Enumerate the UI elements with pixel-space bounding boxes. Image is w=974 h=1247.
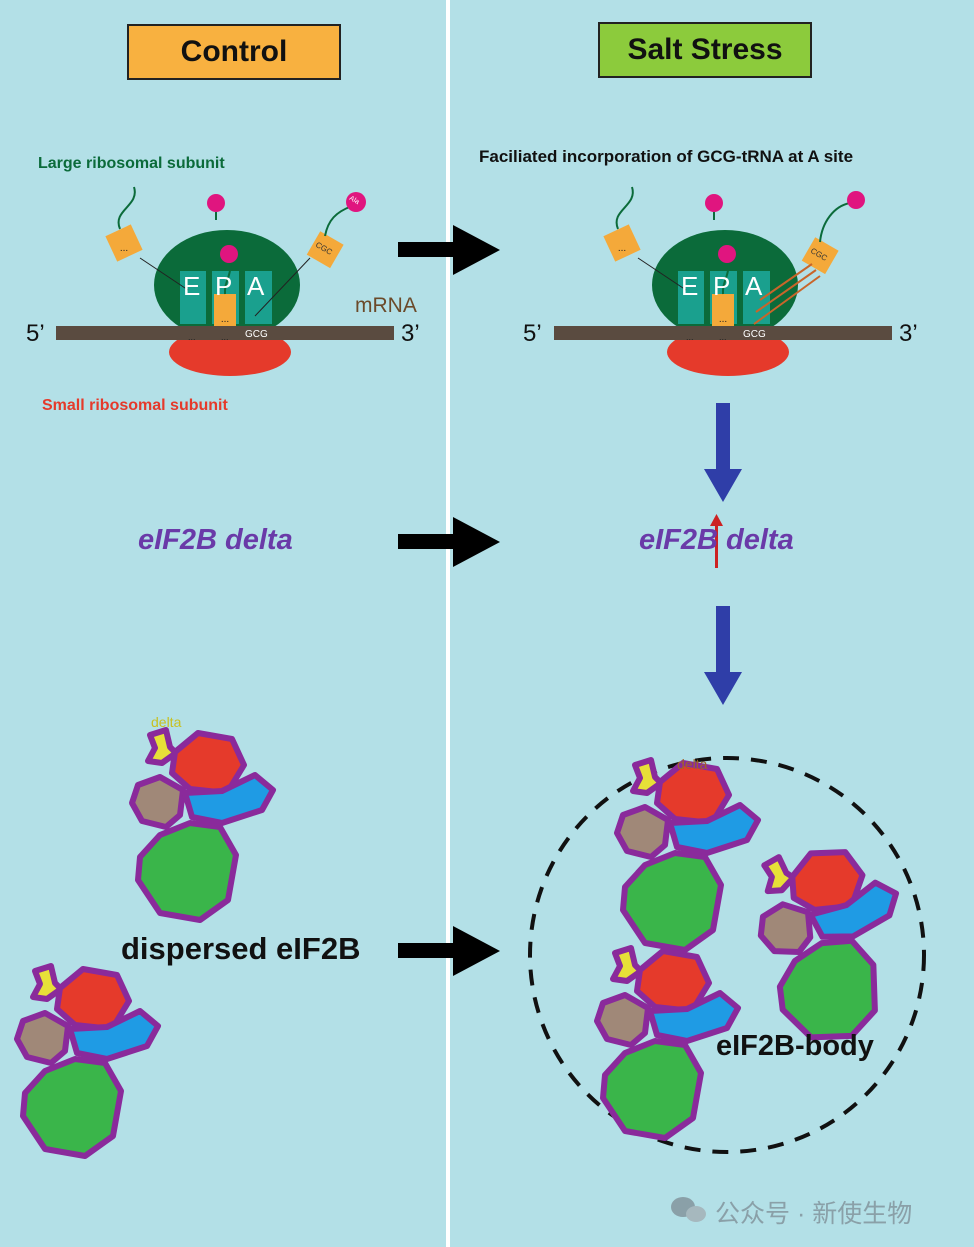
blue-arrow-2	[704, 606, 742, 705]
salt-five-prime: 5’	[523, 320, 542, 347]
salt-delta-label: delta	[677, 756, 708, 772]
body-label: eIF2B-body	[716, 1030, 874, 1062]
salt-codon: GCG	[743, 329, 766, 340]
salt-site-e: E	[681, 271, 699, 301]
control-codon: GCG	[245, 329, 268, 340]
control-title: Control	[127, 24, 341, 80]
watermark: 公众号 · 新使生物	[715, 1200, 913, 1228]
control-three-prime: 3’	[401, 320, 420, 347]
wechat-icon	[671, 1197, 706, 1222]
upregulation-arrow	[710, 514, 723, 568]
control-site-a: A	[247, 271, 265, 301]
mrna-label: mRNA	[355, 294, 417, 317]
salt-three-prime: 3’	[899, 320, 918, 347]
blue-arrow-1	[704, 403, 742, 502]
control-delta-label: delta	[151, 714, 182, 730]
control-ribosome	[55, 186, 395, 377]
salt-site-a: A	[745, 271, 763, 301]
large-subunit-label: Large ribosomal subunit	[38, 155, 225, 172]
arrow-ribosome	[398, 225, 500, 275]
salt-site-p: P	[713, 271, 731, 301]
control-five-prime: 5’	[26, 320, 45, 347]
salt-gene-label: eIF2B delta	[639, 524, 794, 556]
dispersed-label: dispersed eIF2B	[121, 931, 361, 966]
salt-stress-title: Salt Stress	[598, 22, 812, 78]
control-site-e: E	[183, 271, 201, 301]
incorporation-caption: Faciliated incorporation of GCG-tRNA at …	[479, 147, 854, 166]
small-subunit-label: Small ribosomal subunit	[42, 397, 228, 414]
salt-ribosome	[553, 186, 893, 377]
arrow-complex	[398, 926, 500, 976]
control-gene-label: eIF2B delta	[138, 524, 293, 556]
arrow-gene	[398, 517, 500, 567]
control-site-p: P	[215, 271, 233, 301]
body-circle	[528, 756, 926, 1154]
